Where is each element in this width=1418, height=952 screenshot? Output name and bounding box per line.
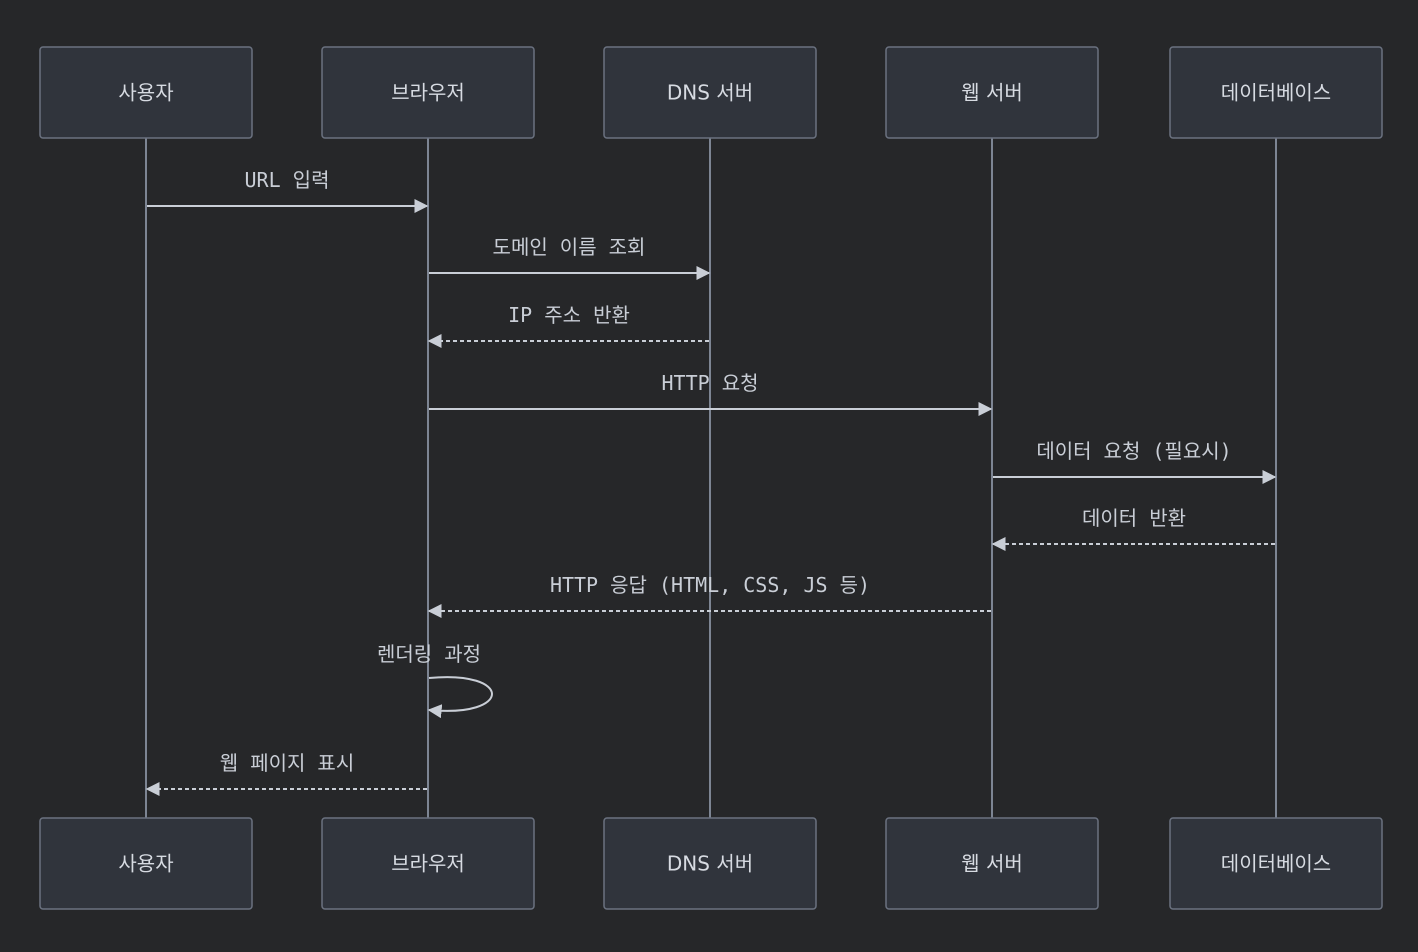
- actor-label-db-bottom: 데이터베이스: [1221, 852, 1331, 876]
- actor-box-browser-top: [321, 46, 535, 139]
- actor-dns-bottom: DNS 서버: [603, 817, 817, 910]
- actor-box-web-bottom: [885, 817, 1099, 910]
- actor-label-browser-top: 브라우저: [391, 81, 465, 105]
- actor-db-top: 데이터베이스: [1169, 46, 1383, 139]
- message-4: HTTP 요청: [429, 371, 993, 416]
- actor-db-bottom: 데이터베이스: [1169, 817, 1383, 910]
- message-6: 데이터 반환: [991, 506, 1275, 551]
- actor-box-web-top: [885, 46, 1099, 139]
- actor-box-dns-top: [603, 46, 817, 139]
- message-5: 데이터 요청 (필요시): [993, 439, 1277, 484]
- actor-label-web-bottom: 웹 서버: [961, 852, 1023, 876]
- message-9: 웹 페이지 표시: [145, 751, 427, 796]
- message-arrow-8: [427, 676, 493, 719]
- actor-box-browser-bottom: [321, 817, 535, 910]
- message-label-9: 웹 페이지 표시: [220, 751, 354, 775]
- actor-user-top: 사용자: [39, 46, 253, 139]
- message-8: 렌더링 과정: [377, 642, 493, 719]
- message-2: 도메인 이름 조회: [429, 235, 711, 280]
- actor-box-db-bottom: [1169, 817, 1383, 910]
- actor-dns-top: DNS 서버: [603, 46, 817, 139]
- actor-label-browser-bottom: 브라우저: [391, 852, 465, 876]
- message-label-3: IP 주소 반환: [508, 303, 630, 327]
- actor-web-bottom: 웹 서버: [885, 817, 1099, 910]
- actor-box-user-bottom: [39, 817, 253, 910]
- actors-top: 사용자 브라우저 DNS 서버 웹 서버 데이터베이스: [39, 46, 1383, 139]
- message-label-1: URL 입력: [245, 168, 330, 192]
- actor-browser-top: 브라우저: [321, 46, 535, 139]
- message-label-7: HTTP 응답 (HTML, CSS, JS 등): [550, 573, 870, 597]
- actor-label-dns-bottom: DNS 서버: [667, 852, 753, 876]
- message-3: IP 주소 반환: [427, 303, 709, 348]
- message-label-4: HTTP 요청: [661, 371, 758, 395]
- message-1: URL 입력: [147, 168, 429, 213]
- actor-label-db-top: 데이터베이스: [1221, 81, 1331, 105]
- message-label-5: 데이터 요청 (필요시): [1036, 439, 1231, 463]
- actor-label-dns-top: DNS 서버: [667, 81, 753, 105]
- actor-label-web-top: 웹 서버: [961, 81, 1023, 105]
- actor-browser-bottom: 브라우저: [321, 817, 535, 910]
- actor-user-bottom: 사용자: [39, 817, 253, 910]
- message-label-8: 렌더링 과정: [377, 642, 481, 666]
- actor-box-user-top: [39, 46, 253, 139]
- message-label-6: 데이터 반환: [1082, 506, 1186, 530]
- actor-label-user-top: 사용자: [118, 81, 173, 105]
- message-7: HTTP 응답 (HTML, CSS, JS 등): [427, 573, 991, 618]
- actor-label-user-bottom: 사용자: [118, 852, 173, 876]
- actor-web-top: 웹 서버: [885, 46, 1099, 139]
- actors-bottom: 사용자 브라우저 DNS 서버 웹 서버 데이터베이스: [39, 817, 1383, 910]
- actor-box-db-top: [1169, 46, 1383, 139]
- message-label-2: 도메인 이름 조회: [493, 235, 646, 259]
- actor-box-dns-bottom: [603, 817, 817, 910]
